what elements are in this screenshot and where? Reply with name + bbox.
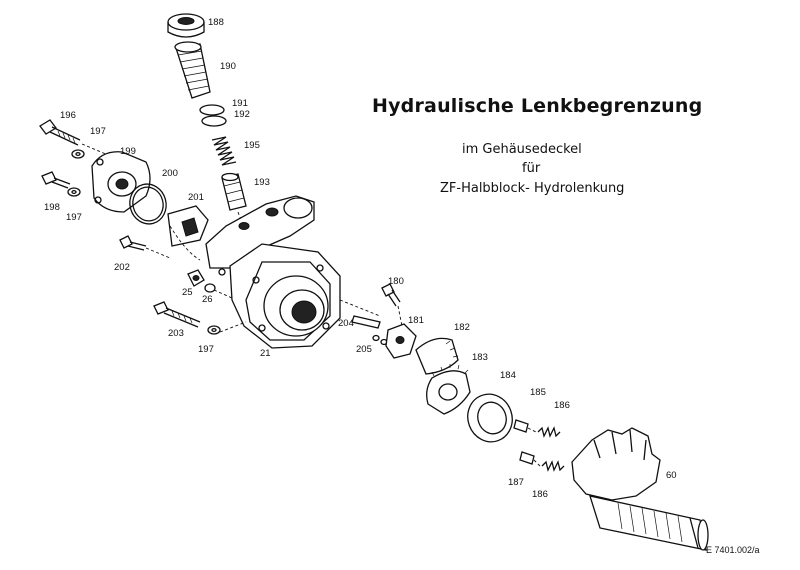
part-181-block [385,323,417,359]
drawing-title: Hydraulische Lenkbegrenzung [372,95,702,117]
label-198: 198 [44,202,60,213]
label-192: 192 [234,109,250,120]
part-labels: 188 190 191 192 195 193 196 197 199 200 … [44,17,677,500]
part-182-cam-segment [415,337,459,375]
part-21-housing [205,195,341,349]
label-60: 60 [666,470,677,481]
label-205: 205 [356,344,372,355]
label-185: 185 [530,387,546,398]
label-197-top: 197 [90,126,106,137]
label-21: 21 [260,348,271,359]
part-197-washer-top [71,149,85,159]
part-186-spring-lower [541,460,565,472]
part-197-washer-mid [67,187,81,197]
label-190: 190 [220,61,236,72]
part-198-screw [41,171,71,189]
label-193: 193 [254,177,270,188]
part-193-piston [221,172,247,211]
label-197-low: 197 [198,344,214,355]
label-199: 199 [120,146,136,157]
part-186-spring-upper [537,426,561,438]
subtitle-line-2: für [522,161,541,176]
label-200: 200 [162,168,178,179]
part-25-plug [187,269,205,287]
part-201-saddle-block [167,205,209,247]
label-203: 203 [168,328,184,339]
label-181: 181 [408,315,424,326]
label-25: 25 [182,287,193,298]
label-202: 202 [114,262,130,273]
label-204: 204 [338,318,354,329]
part-187-pin [519,451,535,465]
label-201: 201 [188,192,204,203]
subtitle-line-1: im Gehäusedeckel [462,142,582,157]
label-186-lower: 186 [532,489,548,500]
part-184-thrust-disk [467,393,513,443]
part-191-ring [199,104,225,116]
label-191: 191 [232,98,248,109]
part-188-cap [167,13,205,38]
part-60-sector-shaft [571,427,709,551]
part-26-seal-ring [204,283,216,293]
part-200-o-ring [129,183,167,225]
title-block: Hydraulische Lenkbegrenzung im Gehäusede… [372,95,702,196]
part-192-ring [201,115,227,127]
part-190-threaded-plug [174,41,211,99]
label-186-upper: 186 [554,400,570,411]
part-203-bolt [153,301,201,328]
part-199-flange-cover [91,151,151,213]
label-26: 26 [202,294,213,305]
label-184: 184 [500,370,516,381]
label-188: 188 [208,17,224,28]
subtitle-line-3: ZF-Halbblock- Hydrolenkung [440,181,624,196]
label-195: 195 [244,140,260,151]
part-197-washer-low [207,325,221,335]
label-180: 180 [388,276,404,287]
label-187: 187 [508,477,524,488]
part-205-pin [372,334,388,346]
drawing-code: E 7401.002/a [706,545,760,555]
label-182: 182 [454,322,470,333]
part-195-spring [211,136,237,166]
label-196: 196 [60,110,76,121]
part-202-screw [119,235,147,251]
part-180-screw [381,283,401,307]
part-183-toothed-segment [426,364,471,415]
part-204-pin [351,315,381,329]
label-183: 183 [472,352,488,363]
label-197-mid: 197 [66,212,82,223]
part-185-pin [513,419,529,433]
part-196-bolt [39,119,81,146]
